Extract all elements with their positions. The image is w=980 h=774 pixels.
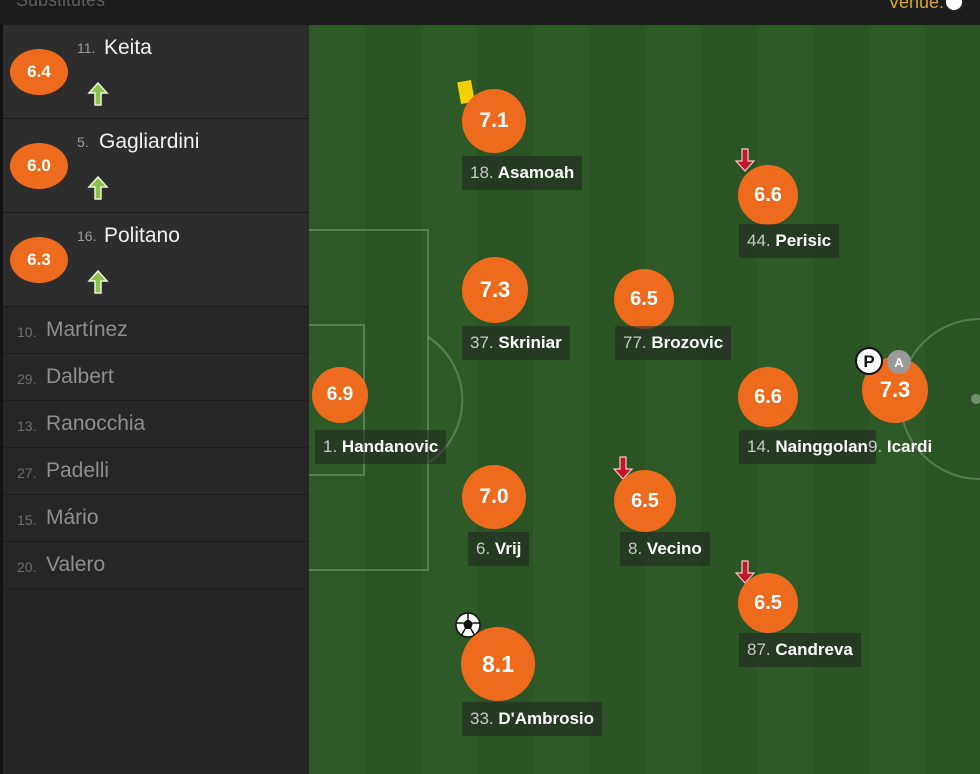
goal-ball-icon — [455, 612, 481, 638]
bench-number: 13. — [17, 418, 37, 434]
assist-icon: A — [887, 350, 911, 374]
substitute-row-politano[interactable]: 6.3 16. Politano — [3, 213, 309, 307]
player-name: Handanovic — [341, 437, 439, 456]
player-name: Vecino — [646, 539, 702, 558]
player-rating: 6.5 — [738, 573, 798, 633]
sub-in-arrow-icon — [87, 81, 109, 106]
substitute-name: Politano — [104, 224, 180, 247]
player-number: 37. — [470, 333, 494, 352]
bench-name: Mário — [46, 506, 99, 529]
penalty-icon: P — [855, 347, 883, 375]
substitute-rating: 6.4 — [10, 49, 68, 95]
player-number: 77. — [623, 333, 647, 352]
bench-number: 10. — [17, 324, 37, 340]
player-label: 87. Candreva — [739, 633, 861, 667]
top-bar: Substitutes Venue: — [0, 0, 980, 25]
player-rating: 6.6 — [738, 165, 798, 225]
bench-row-ranocchia[interactable]: 13. Ranocchia — [3, 401, 309, 448]
player-rating: 7.3 — [462, 257, 528, 323]
player-number: 44. — [747, 231, 771, 250]
player-name: Brozovic — [651, 333, 724, 352]
player-number: 6. — [476, 539, 491, 558]
player-label: 33. D'Ambrosio — [462, 702, 603, 736]
player-label: 77. Brozovic — [615, 326, 732, 360]
assist-badge-text: A — [894, 355, 904, 370]
player-number: 18. — [470, 163, 494, 182]
substitute-rating: 6.3 — [10, 237, 68, 283]
player-rating: 6.5 — [614, 269, 674, 329]
player-number: 87. — [747, 640, 771, 659]
bench-number: 15. — [17, 512, 37, 528]
sub-in-arrow-icon — [87, 269, 109, 294]
sub-out-arrow-icon — [612, 456, 634, 480]
bench-number: 27. — [17, 465, 37, 481]
bench-row-valero[interactable]: 20. Valero — [3, 542, 309, 589]
sub-out-arrow-icon — [734, 148, 756, 172]
bench-number: 29. — [17, 371, 37, 387]
substitutes-title: Substitutes — [16, 0, 106, 10]
bench-row-padelli[interactable]: 27. Padelli — [3, 448, 309, 495]
player-number: 1. — [323, 437, 338, 456]
bench-row-dalbert[interactable]: 29. Dalbert — [3, 354, 309, 401]
bench-number: 20. — [17, 559, 37, 575]
substitute-number: 11. — [77, 40, 96, 56]
bench-name: Ranocchia — [46, 412, 146, 435]
player-number: 8. — [628, 539, 643, 558]
player-number: 33. — [470, 709, 494, 728]
player-rating: 7.0 — [462, 465, 526, 529]
player-number: 9. — [868, 437, 883, 456]
bench-row-mario[interactable]: 15. Mário — [3, 495, 309, 542]
player-name: Icardi — [886, 437, 933, 456]
substitute-number: 5. — [77, 134, 89, 150]
player-label: 44. Perisic — [739, 224, 840, 258]
player-rating: 8.1 — [461, 627, 535, 701]
substitutes-panel: 6.4 11. Keita 6.0 5. Gagliardini 6.3 16.… — [3, 25, 309, 774]
player-name: Candreva — [775, 640, 853, 659]
venue-ball-icon — [944, 0, 964, 12]
bench-name: Dalbert — [46, 365, 114, 388]
player-name: Vrij — [494, 539, 522, 558]
bench-name: Valero — [46, 553, 106, 576]
penalty-badge-text: P — [863, 352, 874, 371]
player-label: 6. Vrij — [468, 532, 530, 566]
player-label: 9. Icardi — [860, 430, 940, 464]
player-rating: 6.5 — [614, 470, 676, 532]
venue-label: Venue: — [887, 0, 944, 12]
substitute-row-keita[interactable]: 6.4 11. Keita — [3, 25, 309, 119]
player-label: 8. Vecino — [620, 532, 710, 566]
substitute-rating: 6.0 — [10, 143, 68, 189]
bench-name: Padelli — [46, 459, 110, 482]
player-number: 14. — [747, 437, 771, 456]
player-rating: 7.1 — [462, 89, 526, 153]
player-name: Nainggolan — [775, 437, 868, 456]
sub-out-arrow-icon — [734, 560, 756, 584]
player-name: Perisic — [775, 231, 832, 250]
player-rating: 6.6 — [738, 367, 798, 427]
player-label: 18. Asamoah — [462, 156, 583, 190]
bench-row-martinez[interactable]: 10. Martínez — [3, 307, 309, 354]
bench-name: Martínez — [46, 318, 128, 341]
sub-in-arrow-icon — [87, 175, 109, 200]
player-label: 37. Skriniar — [462, 326, 570, 360]
substitute-row-gagliardini[interactable]: 6.0 5. Gagliardini — [3, 119, 309, 213]
substitute-name: Keita — [104, 36, 152, 59]
player-name: Skriniar — [498, 333, 562, 352]
player-name: Asamoah — [497, 163, 575, 182]
player-label: 1. Handanovic — [315, 430, 447, 464]
player-name: D'Ambrosio — [498, 709, 595, 728]
pitch: 6.9 1. Handanovic 7.1 18. Asamoah 7.3 37… — [309, 25, 980, 774]
substitute-name: Gagliardini — [99, 130, 200, 153]
center-spot — [971, 394, 980, 404]
penalty-box — [309, 229, 429, 571]
player-rating: 6.9 — [312, 367, 368, 423]
player-label: 14. Nainggolan — [739, 430, 876, 464]
substitute-number: 16. — [77, 228, 97, 244]
